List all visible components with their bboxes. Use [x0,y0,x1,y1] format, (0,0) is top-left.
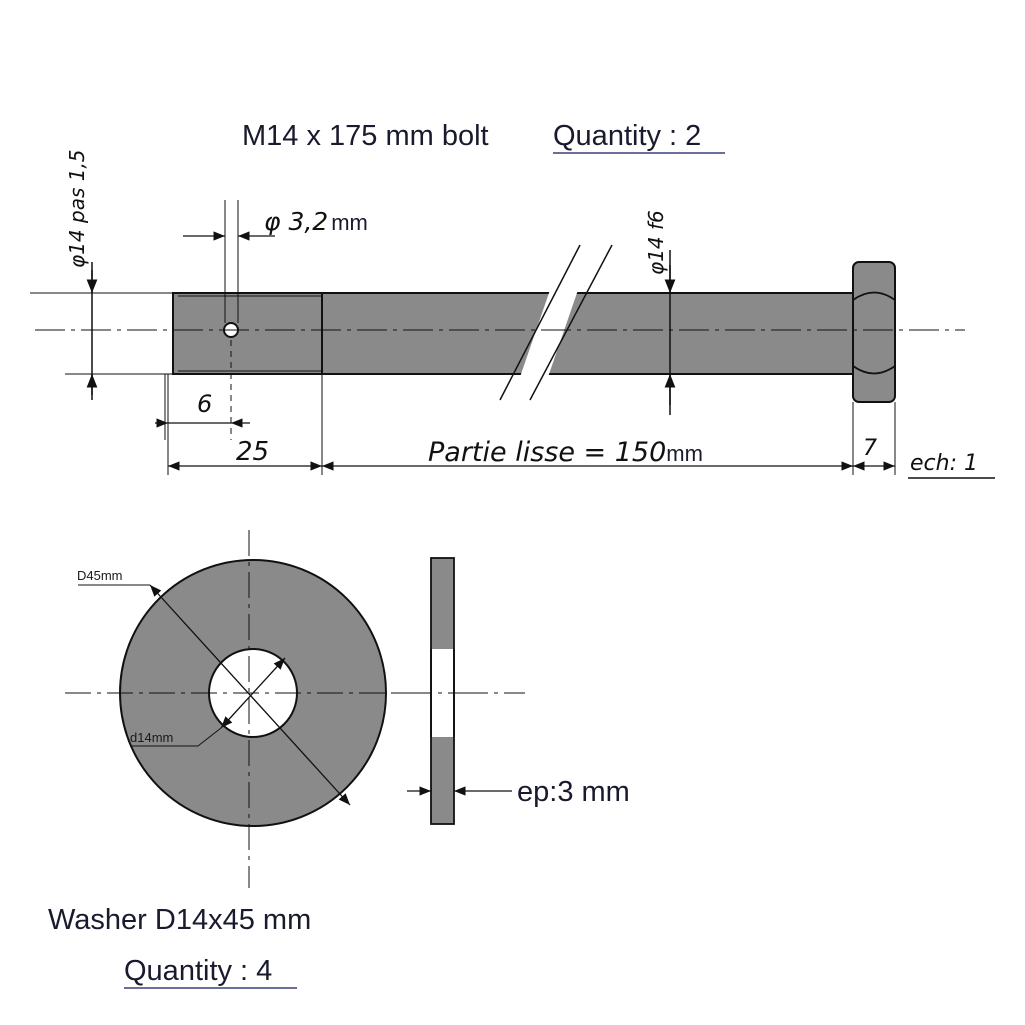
bolt-break-gap [520,290,578,377]
head-height-label: 7 [863,436,877,461]
bolt-title: M14 x 175 mm bolt [242,120,489,152]
outer-diameter-label: D45mm [77,568,123,583]
bolt-head [852,261,896,403]
hole-offset-label: 6 [197,390,212,418]
washer-front-view: D45mm d14mm [65,530,410,888]
break-line [529,244,613,401]
inner-diameter-dim-line [220,657,286,729]
bolt-quantity: Quantity : 2 [553,120,701,152]
thread-diameter-label: φ14 pas 1,5 [65,149,89,268]
washer-title: Washer D14x45 mm [48,904,311,936]
break-line [499,244,581,401]
washer-thickness-label: ep:3 mm [517,776,630,808]
smooth-length-label: Partie lisse = 150mm [428,437,703,468]
bolt-shank [172,292,854,375]
thread-length-label: 25 [236,437,269,467]
washer-quantity: Quantity : 4 [124,955,272,987]
shank-diameter-label: φ14 f6 [644,210,668,275]
inner-diameter-label: d14mm [130,730,173,745]
scale-label: ech: 1 [910,451,978,476]
washer-side-view: ep:3 mm [392,557,630,825]
washer-side-hole [432,649,453,737]
